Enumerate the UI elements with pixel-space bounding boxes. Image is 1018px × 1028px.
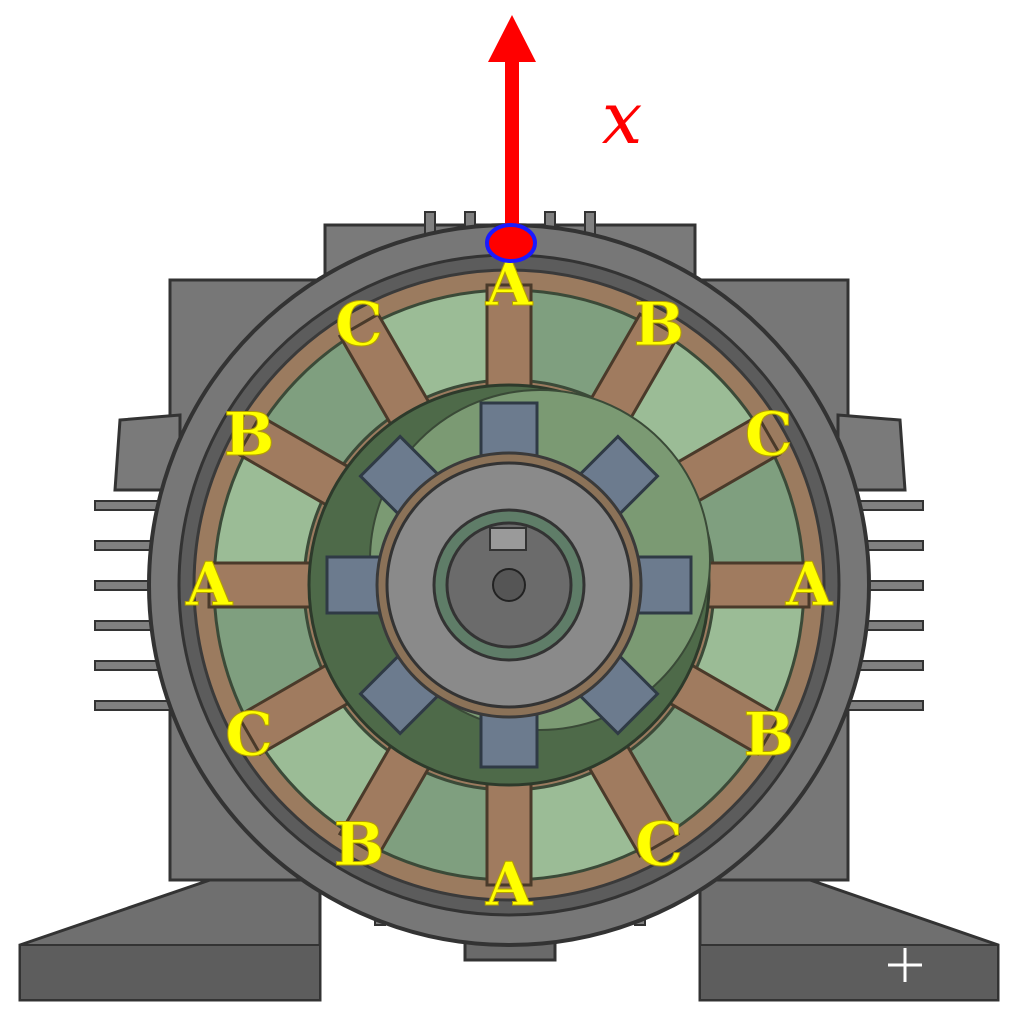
stator-coil <box>485 773 533 887</box>
phase-label: B <box>334 810 385 880</box>
phase-label: A <box>185 550 234 620</box>
phase-label: C <box>635 810 683 880</box>
x-axis-label: x <box>602 76 643 160</box>
phase-label: B <box>224 400 275 470</box>
left-foot-face <box>19 944 321 1001</box>
phase-label: C <box>745 400 793 470</box>
phase-label: B <box>634 290 685 360</box>
x-axis-arrowhead <box>488 15 536 62</box>
shaft <box>492 568 526 602</box>
phase-label: B <box>743 700 794 770</box>
rotor <box>307 383 711 787</box>
shaft-key <box>489 527 527 551</box>
phase-label: C <box>225 700 273 770</box>
x-axis: x <box>485 15 643 263</box>
phase-label: C <box>335 290 383 360</box>
stator-coil <box>485 283 533 397</box>
phase-label: A <box>785 550 834 620</box>
phase-label: A <box>485 250 534 320</box>
phase-label: A <box>485 850 534 920</box>
right-foot-face <box>699 944 999 1001</box>
rotor-magnet <box>479 401 539 463</box>
cross-mark-icon <box>888 948 922 982</box>
position-sensor <box>485 223 537 263</box>
